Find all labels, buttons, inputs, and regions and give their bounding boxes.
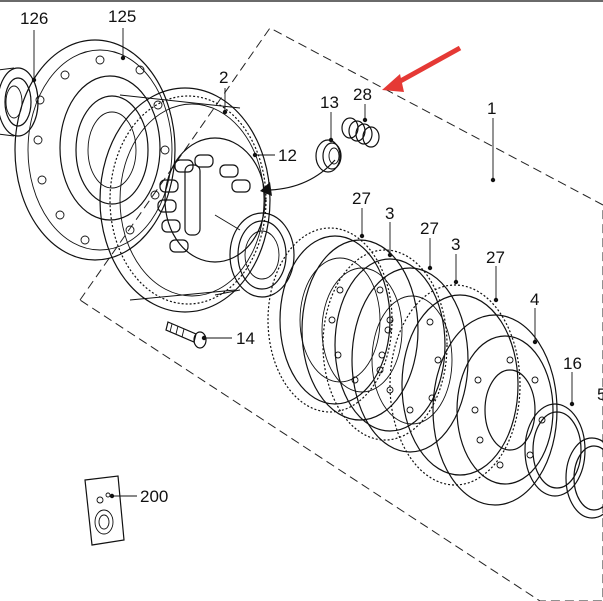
part-125-flange — [14, 39, 176, 261]
label-12: 12 — [278, 146, 297, 165]
part-200-kit-bag — [84, 475, 125, 546]
label-27-second: 27 — [420, 219, 439, 238]
part-3a-steel-plate — [301, 239, 419, 421]
label-200: 200 — [140, 487, 168, 506]
label-4: 4 — [530, 290, 539, 309]
label-28: 28 — [353, 85, 372, 104]
label-16: 16 — [563, 354, 582, 373]
part-14-bolt — [165, 321, 207, 349]
assembly-arrow-head — [260, 182, 272, 196]
label-3-second: 3 — [451, 235, 460, 254]
part-27b-friction-plate — [322, 249, 448, 441]
part-2-housing — [99, 87, 271, 313]
leader-lines — [31, 28, 575, 499]
assembly-arrow — [269, 159, 336, 191]
label-125: 125 — [108, 7, 136, 26]
label-5-partial: 5 — [597, 385, 603, 404]
part-3b-steel-plate — [351, 267, 469, 453]
highlight-arrow-head — [382, 74, 404, 92]
part-126-bearing — [0, 67, 39, 137]
part-12-hub — [157, 137, 295, 298]
assembly-boundary-dashed — [79, 27, 603, 601]
part-27a-friction-plate — [267, 227, 393, 413]
part-28-spring — [341, 117, 380, 148]
label-13: 13 — [320, 93, 339, 112]
label-126: 126 — [20, 9, 48, 28]
label-2: 2 — [219, 68, 228, 87]
part-27c-friction-plate — [389, 284, 521, 486]
label-3-first: 3 — [385, 204, 394, 223]
part-13-seal — [315, 139, 342, 173]
part-5-ring-partial — [565, 437, 603, 519]
label-14: 14 — [236, 329, 255, 348]
label-1: 1 — [487, 99, 496, 118]
highlight-arrow — [393, 45, 462, 87]
part-4-pressure-plate — [432, 314, 558, 506]
label-27-first: 27 — [352, 189, 371, 208]
part-16-snap-ring — [524, 403, 586, 497]
label-27-third: 27 — [486, 248, 505, 267]
